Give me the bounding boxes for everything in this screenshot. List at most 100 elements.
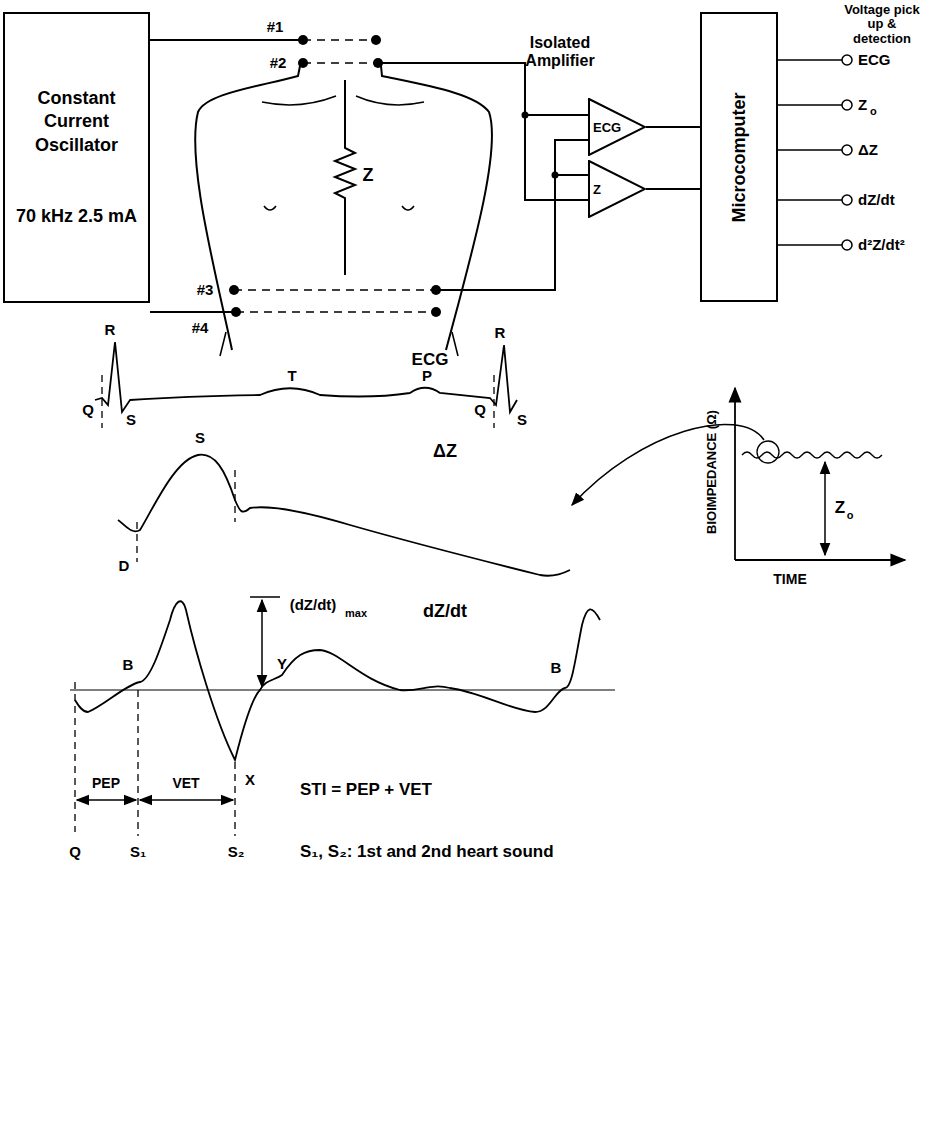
box-heading: Constant Current Oscillator: [13, 87, 140, 157]
electrode-label: #4: [192, 320, 209, 337]
waveform-label: B: [123, 657, 134, 674]
waveform-label: VET: [172, 776, 199, 791]
zoom-arrow: [572, 424, 764, 505]
triangle-shape: [589, 161, 645, 217]
event-marker: [137, 470, 235, 562]
junction-dot: [522, 112, 529, 119]
signal-label: Isolated Amplifier: [503, 34, 618, 69]
electrode-dots: [229, 35, 559, 317]
torso-outline: [195, 66, 300, 350]
dzdt-trace: [75, 601, 600, 760]
signal-label: Z: [858, 97, 867, 114]
waveform-label: (dZ/dt): [290, 597, 337, 614]
waveform-label: Q: [69, 844, 81, 861]
torso-outline: [381, 66, 492, 350]
waveform-label: S: [517, 412, 527, 429]
dimension-arrow: [140, 799, 233, 801]
signal-label: dZ/dt: [858, 192, 895, 209]
wire: [150, 39, 303, 41]
tick: [250, 596, 280, 598]
wire: [378, 63, 588, 200]
collarbone: [262, 96, 336, 105]
axis: [735, 559, 905, 561]
wire: [525, 114, 588, 116]
microcomputer-box: Microcomputer: [700, 12, 778, 302]
torso-group: [195, 66, 492, 356]
waveform-label: R: [495, 325, 506, 342]
junction-dot: [552, 172, 559, 179]
signal-label: d²Z/dt²: [858, 237, 905, 254]
dimension-arrows: [77, 597, 280, 800]
amplifier-label: ECG: [593, 120, 621, 135]
electrode: [431, 285, 441, 295]
waveform-label: S: [126, 412, 136, 429]
axis-label: BIOIMPEDANCE (Ω): [705, 410, 719, 534]
electrode: [231, 307, 241, 317]
signal-label: o: [870, 105, 877, 117]
electrode: [431, 307, 441, 317]
terminal: [842, 240, 852, 250]
dashed-markers: [75, 375, 494, 836]
output-terminals: [842, 55, 852, 250]
amplifier-triangle: Z: [588, 160, 646, 218]
waveform-label: P: [422, 368, 432, 385]
electrode: [373, 58, 383, 68]
oscillator-box: Constant Current Oscillator 70 kHz 2.5 mA: [3, 12, 150, 303]
zoom-circle: [757, 441, 779, 463]
waveform-label: B: [551, 660, 562, 677]
electrode-label: #3: [197, 282, 214, 299]
electrode-label: #2: [270, 55, 287, 72]
waveform-label: R: [105, 322, 116, 339]
inset-plot: [572, 388, 905, 560]
signal-wire: [646, 126, 700, 128]
triangle-shape: [589, 99, 645, 155]
electrode: [371, 35, 381, 45]
resistor-symbol: [335, 80, 355, 275]
signal-wire: [646, 188, 700, 190]
electrode-label: #1: [267, 19, 284, 36]
dimension-arrow: [77, 799, 136, 801]
signal-label: ΔZ: [858, 142, 878, 159]
box-label: Microcomputer: [729, 92, 750, 222]
terminal: [842, 55, 852, 65]
electrode: [229, 285, 239, 295]
baseline: [70, 689, 615, 690]
arm-line: [452, 332, 458, 356]
waveform-label: T: [287, 368, 296, 385]
electrode-label: Z: [363, 166, 374, 186]
amplifier-triangle: ECG: [588, 98, 646, 156]
signal-label: Voltage pick up & detection: [841, 3, 923, 46]
waveform-label: Y: [277, 656, 287, 673]
waveform-label: dZ/dt: [423, 602, 467, 622]
wire: [555, 174, 588, 176]
waveform-label: ECG: [412, 351, 449, 370]
electrode-band: [234, 40, 436, 312]
waveform-label: D: [119, 558, 130, 575]
axis-label: TIME: [773, 572, 806, 587]
waveforms: [70, 342, 615, 760]
dimension-arrow: [824, 462, 826, 555]
wire: [436, 140, 588, 290]
terminal: [842, 195, 852, 205]
waveform-label: STI = PEP + VET: [300, 781, 432, 800]
axis-label: o: [847, 509, 854, 521]
axis-label: Z: [835, 499, 845, 518]
delta-z-trace: [118, 455, 570, 576]
waveform-label: Q: [82, 402, 94, 419]
dimension-arrow: [261, 600, 263, 687]
electrode: [298, 35, 308, 45]
nipple: [402, 206, 414, 210]
waveform-label: X: [245, 772, 255, 789]
ecg-trace: [95, 342, 517, 412]
waveform-label: PEP: [92, 776, 120, 791]
terminal: [842, 100, 852, 110]
q-marker: [102, 375, 494, 428]
nipple: [264, 206, 276, 210]
arm-line: [220, 332, 226, 356]
waveform-label: S₂: [228, 844, 245, 861]
event-marker: [75, 682, 235, 836]
waveform-label: ΔZ: [433, 442, 457, 462]
box-body: 70 kHz 2.5 mA: [16, 205, 137, 228]
waveform-label: S₁: [130, 844, 146, 861]
output-wire: [778, 60, 842, 245]
